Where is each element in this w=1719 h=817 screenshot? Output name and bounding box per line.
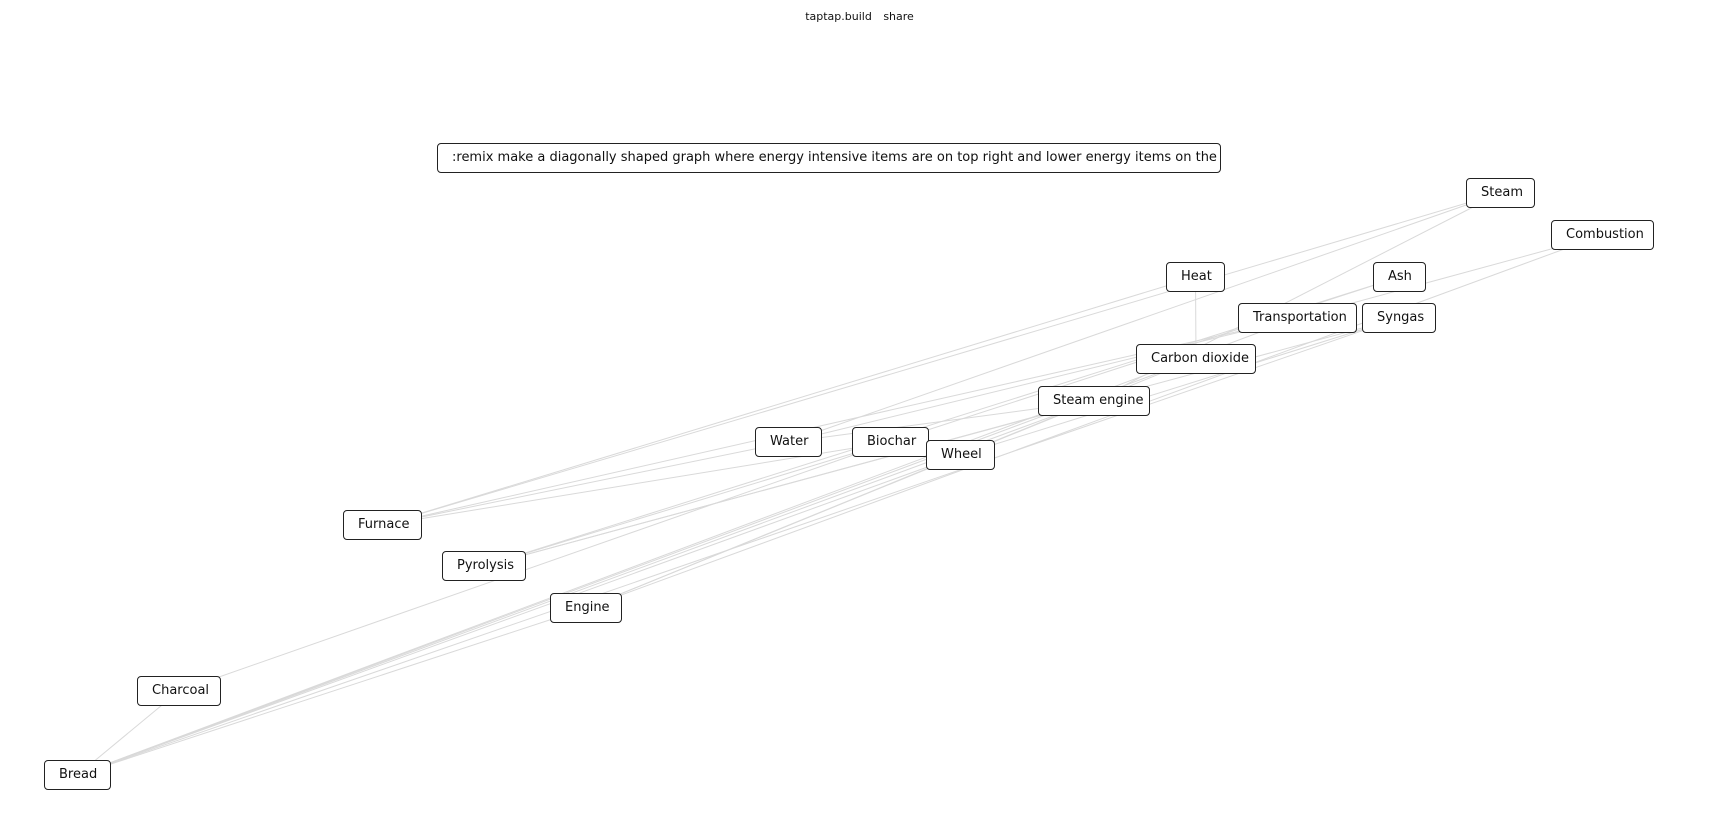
node-bread[interactable]: Bread	[44, 760, 111, 790]
edge-combustion-engine	[585, 234, 1603, 609]
edge-steam-furnace	[382, 192, 1501, 526]
edge-biochar-pyrolysis	[483, 441, 891, 567]
node-biochar[interactable]: Biochar	[852, 427, 929, 457]
node-syngas[interactable]: Syngas	[1362, 303, 1436, 333]
node-charcoal[interactable]: Charcoal	[137, 676, 221, 706]
node-ash[interactable]: Ash	[1373, 262, 1426, 292]
node-wheel[interactable]: Wheel	[926, 440, 995, 470]
prompt-input[interactable]: :remix make a diagonally shaped graph wh…	[437, 143, 1221, 173]
node-engine[interactable]: Engine	[550, 593, 622, 623]
edge-biochar-charcoal	[178, 441, 891, 692]
top-bar: taptap.build share	[0, 10, 1719, 23]
node-carbon-dioxide[interactable]: Carbon dioxide	[1136, 344, 1256, 374]
edge-carbon-dioxide-bread	[77, 358, 1197, 776]
node-steam-engine[interactable]: Steam engine	[1038, 386, 1150, 416]
edge-steam-engine-pyrolysis	[483, 400, 1095, 567]
edge-wheel-bread	[77, 454, 961, 776]
node-furnace[interactable]: Furnace	[343, 510, 422, 540]
node-water[interactable]: Water	[755, 427, 822, 457]
edge-wheel-engine	[585, 454, 961, 609]
node-heat[interactable]: Heat	[1166, 262, 1225, 292]
share-link[interactable]: share	[883, 10, 914, 23]
edge-steam-engine-engine	[585, 400, 1095, 609]
node-pyrolysis[interactable]: Pyrolysis	[442, 551, 526, 581]
node-combustion[interactable]: Combustion	[1551, 220, 1654, 250]
node-transportation[interactable]: Transportation	[1238, 303, 1357, 333]
edge-syngas-bread	[77, 317, 1400, 776]
edge-transportation-water	[788, 317, 1298, 443]
node-steam[interactable]: Steam	[1466, 178, 1535, 208]
edge-water-furnace	[382, 441, 789, 526]
edge-syngas-wheel	[960, 317, 1400, 456]
brand-link[interactable]: taptap.build	[805, 10, 872, 23]
